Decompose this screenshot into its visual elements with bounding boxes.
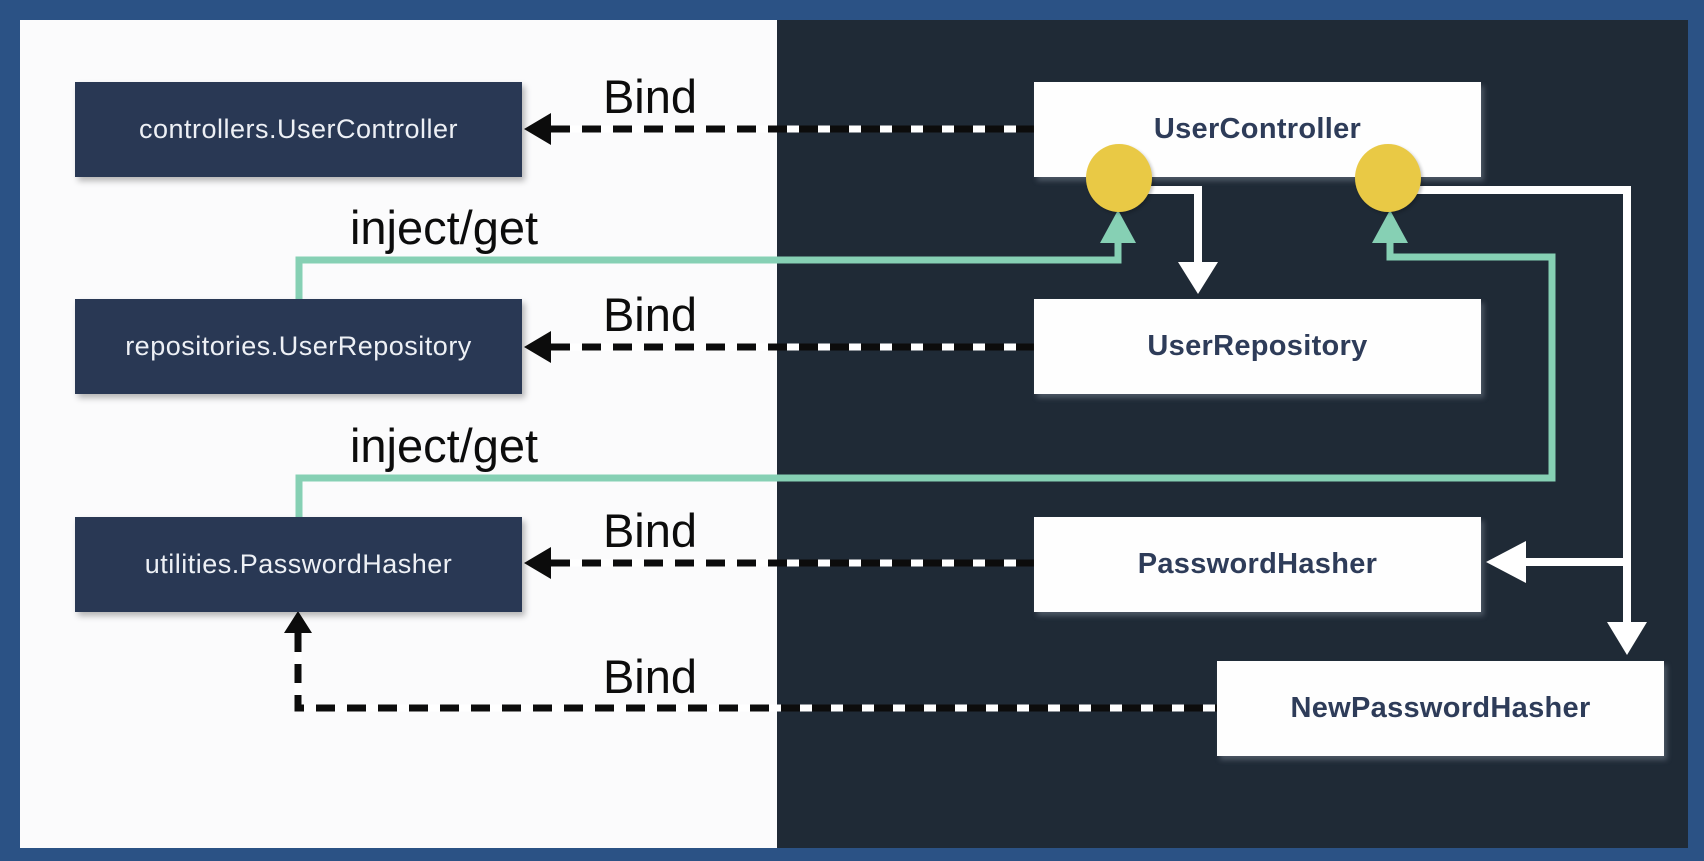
dependency-arrowhead-down-icon	[1178, 262, 1218, 294]
bind-edge-label: Bind	[602, 288, 698, 341]
class-box-userrepository: UserRepository	[1034, 299, 1481, 394]
bind-edge-label: Bind	[602, 650, 698, 703]
bind-arrowhead-left-icon	[524, 113, 551, 145]
class-label: UserRepository	[1147, 330, 1368, 362]
binding-label: controllers.UserController	[138, 114, 459, 144]
binding-box-utilities-passwordhasher: utilities.PasswordHasher	[75, 517, 522, 612]
binding-label: repositories.UserRepository	[125, 331, 472, 361]
class-box-passwordhasher: PasswordHasher	[1034, 517, 1481, 612]
bind-connector-userrepository	[524, 331, 1034, 363]
binding-box-repositories-userrepository: repositories.UserRepository	[75, 299, 522, 394]
class-label: NewPasswordHasher	[1290, 692, 1591, 724]
dependency-connector-newpasswordhasher	[1392, 186, 1647, 655]
inject-connector-userrepository	[295, 210, 1136, 302]
injection-point-icon	[1086, 144, 1152, 212]
class-box-newpasswordhasher: NewPasswordHasher	[1217, 661, 1664, 756]
bind-connector-usercontroller	[524, 113, 1034, 145]
inject-connector-passwordhasher	[295, 210, 1556, 520]
class-label: UserController	[1153, 113, 1362, 145]
bind-connector-passwordhasher	[524, 547, 1034, 579]
dependency-connector-userrepository	[1130, 186, 1218, 294]
replace-arrowhead-left-icon	[1486, 541, 1526, 583]
bind-arrowhead-left-icon	[524, 331, 551, 363]
inject-arrowhead-up-icon	[1372, 210, 1408, 243]
inject-get-edge-label: inject/get	[349, 419, 539, 472]
inject-get-edge-label: inject/get	[349, 201, 539, 254]
injection-point-icon	[1355, 144, 1421, 212]
binding-label: utilities.PasswordHasher	[144, 549, 453, 579]
replace-connector-passwordhasher	[1486, 541, 1627, 583]
class-label: PasswordHasher	[1137, 548, 1378, 580]
bind-connector-newpasswordhasher	[284, 611, 1217, 712]
inject-arrowhead-up-icon	[1100, 210, 1136, 243]
bind-edge-label: Bind	[602, 70, 698, 123]
binding-box-controllers-usercontroller: controllers.UserController	[75, 82, 522, 177]
bind-arrowhead-up-icon	[284, 611, 312, 633]
dependency-arrowhead-down-icon	[1607, 622, 1647, 655]
bind-edge-label: Bind	[602, 504, 698, 557]
bind-arrowhead-left-icon	[524, 547, 551, 579]
